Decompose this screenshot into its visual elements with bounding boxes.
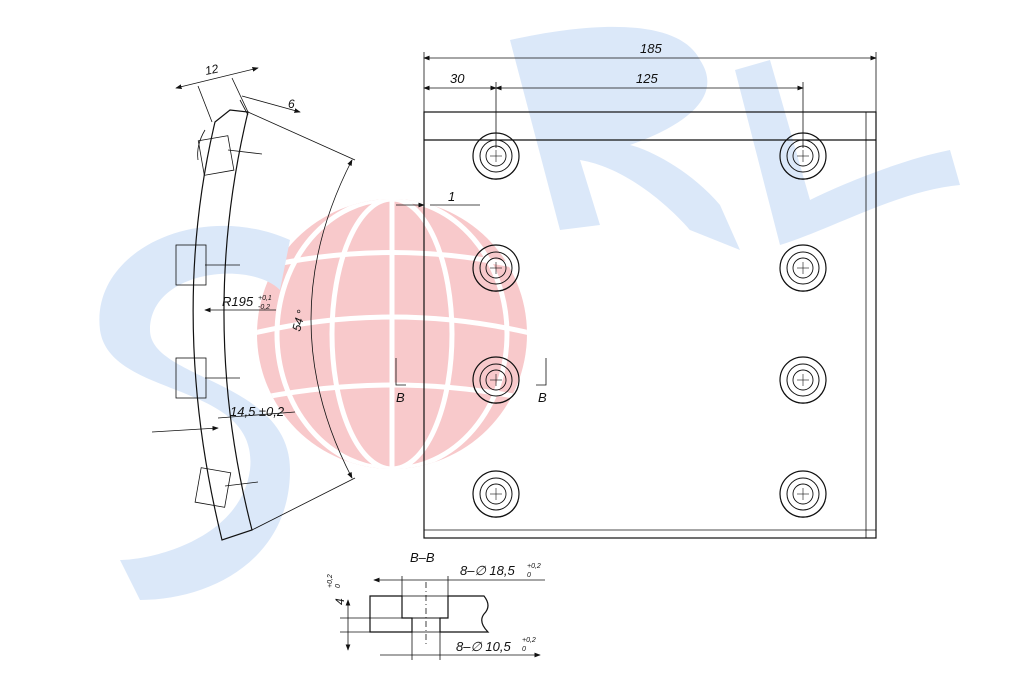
angle-arc — [310, 159, 353, 479]
dim-hole-tol-upper: +0,2 — [522, 637, 536, 644]
dim-counterbore: 8–∅ 18,5 — [460, 563, 515, 578]
dim-overall-width: 185 — [640, 41, 662, 56]
section-body — [369, 595, 490, 633]
rivet-pockets — [175, 135, 263, 508]
watermark-globe — [257, 199, 527, 469]
dim-radius: R195 — [222, 294, 254, 309]
dim-thickness: 14,5 ±0,2 — [230, 404, 285, 419]
dim-step: 1 — [448, 189, 455, 204]
watermark-letter-l — [735, 60, 960, 245]
lining-outline — [192, 109, 253, 541]
side-profile-view: 12 6 R195 +0,1 -0,2 54 ° 14,5 ±0,2 — [151, 61, 356, 541]
dim-angle: 54 ° — [289, 308, 308, 333]
dim-top-width: 12 — [204, 61, 220, 78]
dim-depth-tol-lower: 0 — [335, 584, 342, 588]
section-mark-left: B — [396, 390, 405, 405]
section-title: B–B — [410, 550, 435, 565]
dim-radius-tol-upper: +0,1 — [258, 295, 272, 302]
dim-lip: 6 — [288, 97, 295, 111]
dim-hole: 8–∅ 10,5 — [456, 639, 511, 654]
hole-grid — [472, 132, 827, 518]
rivet-hole — [779, 470, 827, 518]
rivet-hole — [779, 356, 827, 404]
watermark-letter-s — [99, 225, 290, 600]
rivet-hole — [472, 356, 520, 404]
dim-radius-tol-lower: -0,2 — [258, 304, 270, 311]
dim-counterbore-tol-lower: 0 — [527, 572, 531, 579]
plan-view: 185 30 125 1 B B — [395, 41, 877, 539]
dim-depth: 4 — [333, 598, 347, 605]
dim-counterbore-tol-upper: +0,2 — [527, 563, 541, 570]
dim-edge-offset: 30 — [450, 71, 465, 86]
plate-outline — [423, 111, 877, 539]
watermark — [99, 26, 960, 600]
rivet-hole — [472, 470, 520, 518]
section-view: B–B 8–∅ 18,5 +0,2 0 8–∅ 10,5 +0,2 0 4 +0… — [327, 550, 545, 660]
rivet-hole — [779, 244, 827, 292]
dim-hole-tol-lower: 0 — [522, 646, 526, 653]
watermark-letter-r — [510, 26, 740, 250]
dim-depth-tol-upper: +0,2 — [327, 574, 334, 588]
rivet-hole — [472, 244, 520, 292]
dim-hole-spacing: 125 — [636, 71, 658, 86]
section-mark-right: B — [538, 390, 547, 405]
